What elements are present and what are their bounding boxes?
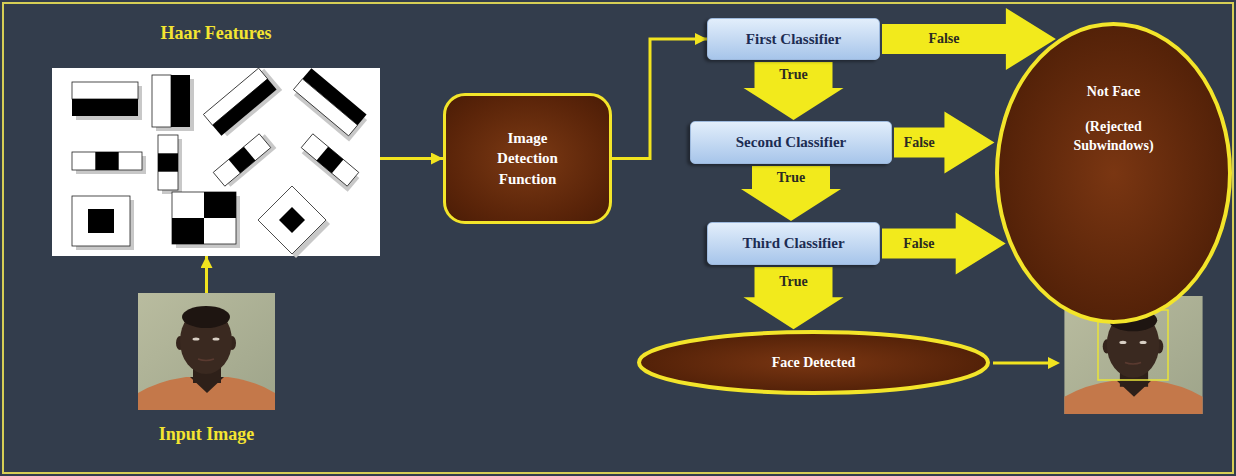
line-feature [158, 135, 182, 194]
checker-feature [172, 218, 204, 244]
tilted-line-feature [301, 134, 359, 186]
node-label: Not Face [1087, 84, 1140, 100]
tilted-edge-feature [203, 66, 282, 139]
node-label: Second Classifier [736, 134, 846, 151]
output-arrow [993, 357, 1060, 369]
checker-feature [204, 192, 236, 218]
node-label: Input Image [159, 424, 255, 445]
tilted-edge-feature [293, 79, 357, 136]
edge-feature [152, 75, 171, 127]
diamond-feature [258, 186, 330, 258]
edge-label-holder: False [902, 134, 937, 151]
outer-frame [3, 3, 1233, 473]
edge-label-holder: True [777, 67, 810, 84]
edge-label-holder: True [777, 274, 810, 291]
block-arrow [744, 267, 844, 329]
node-label: First Classifier [746, 31, 841, 48]
feature-panel: Haar Features [52, 68, 380, 256]
process-box: Image Detection Function [443, 93, 612, 224]
edge-label: False [901, 235, 936, 252]
edge-feature [72, 82, 138, 99]
tilted-line-feature [299, 134, 362, 192]
tilted-edge-feature [212, 79, 276, 136]
tilted-line-feature [317, 147, 344, 174]
result-ellipse: Not Face (Rejected Subwindows) [995, 22, 1232, 324]
block-arrow [882, 8, 1056, 70]
center-surround-feature [72, 196, 130, 246]
flow-arrow [380, 157, 443, 160]
arrow-shaft [993, 362, 1050, 365]
node-label: Image Detection Function [478, 128, 578, 189]
line-feature [158, 135, 178, 190]
node-label: Face Detected [772, 355, 856, 371]
line-feature [95, 152, 118, 170]
edge-label: True [775, 169, 808, 186]
classifier-box: Third Classifier [707, 222, 880, 265]
checker-feature [172, 192, 236, 244]
line-feature [72, 152, 142, 170]
block-arrow [882, 213, 1006, 275]
edge-label: True [777, 274, 810, 291]
panel-ground [52, 68, 380, 256]
tilted-edge-feature [291, 68, 370, 141]
diamond-feature [258, 186, 326, 254]
block-arrow [894, 112, 994, 174]
classifier-box: Second Classifier [690, 121, 892, 164]
classifier-box: First Classifier [707, 18, 880, 60]
flow-arrow [205, 256, 208, 293]
block-arrow [744, 62, 844, 120]
ellipse-outline [995, 22, 1232, 324]
node-note: (Rejected Subwindows) [1059, 118, 1169, 156]
diamond-feature [279, 207, 305, 233]
face-photo [138, 293, 275, 410]
input-photo [138, 293, 275, 410]
line-feature [158, 153, 178, 171]
ellipse-shape [639, 332, 988, 393]
block-arrow [741, 166, 841, 221]
edge-feature [171, 75, 190, 127]
center-surround-feature [88, 209, 114, 233]
result-ellipse: Face Detected [637, 330, 990, 395]
input-image: Input Image [138, 293, 275, 410]
edge-label: False [926, 31, 961, 48]
edge-label-holder: False [926, 31, 961, 48]
tilted-line-feature [213, 134, 271, 186]
node-label: Haar Features [161, 23, 272, 44]
edge-feature [72, 82, 142, 120]
edge-label: False [902, 134, 937, 151]
arrow-head [1048, 357, 1060, 369]
ellipse-shape [997, 24, 1230, 322]
line-feature [72, 152, 146, 174]
edge-label: True [777, 67, 810, 84]
checker-feature [172, 192, 240, 248]
edge-label-holder: True [775, 169, 808, 186]
tilted-line-feature [213, 131, 276, 189]
haar-feature-panel [52, 66, 380, 258]
center-surround-feature [72, 196, 134, 250]
tilted-line-feature [229, 147, 256, 174]
node-label: Third Classifier [742, 235, 844, 252]
edge-feature [152, 75, 194, 131]
edge-feature [72, 99, 138, 116]
edge-label-holder: False [901, 235, 936, 252]
